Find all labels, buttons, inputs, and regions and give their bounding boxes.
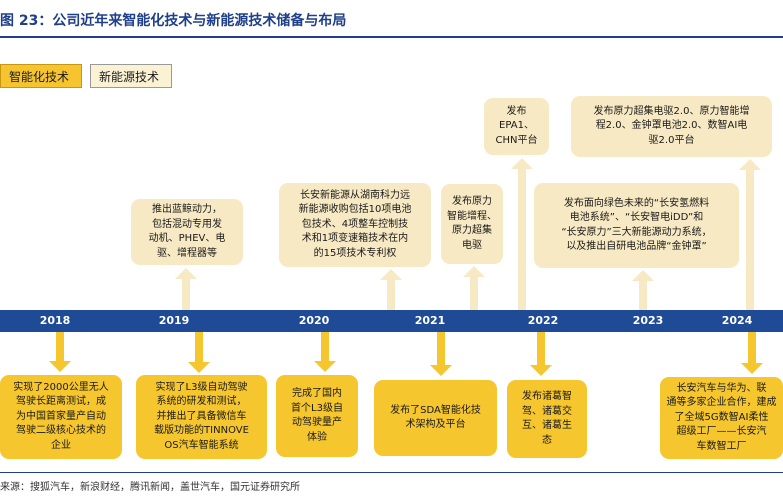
year-2024: 2024 xyxy=(721,314,753,327)
arrow-down-2019 xyxy=(188,332,210,373)
event-2019-smart: 实现了L3级自动驾驶 系统的研发和测试， 并推出了具备微信车 载版功能的TINN… xyxy=(136,375,267,459)
legend-smart-tech: 智能化技术 xyxy=(0,64,82,88)
arrow-up-2021 xyxy=(463,266,485,310)
event-2024-new-energy: 发布原力超集电驱2.0、原力智能增 程2.0、金钟罩电池2.0、数智AI电 驱2… xyxy=(571,96,772,157)
year-2018: 2018 xyxy=(39,314,71,327)
event-2023-new-energy: 发布面向绿色未来的“长安氢燃料 电池系统”、“长安智电iDD”和 “长安原力”三… xyxy=(534,183,739,268)
year-2020: 2020 xyxy=(298,314,330,327)
arrow-down-2022 xyxy=(530,332,552,376)
legend-new-energy-tech: 新能源技术 xyxy=(90,64,172,88)
year-2021: 2021 xyxy=(414,314,446,327)
event-2018-smart: 实现了2000公里无人 驾驶长距离测试，成 为中国首家量产自动 驾驶二级核心技术… xyxy=(0,375,122,459)
year-2022: 2022 xyxy=(527,314,559,327)
arrow-up-2020 xyxy=(380,269,402,310)
event-2021-new-energy: 发布原力 智能增程、 原力超集 电驱 xyxy=(441,184,503,264)
footer-divider xyxy=(0,472,783,473)
timeline-bar xyxy=(0,310,783,332)
arrow-down-2018 xyxy=(49,332,71,372)
arrow-up-2024 xyxy=(739,159,761,310)
event-2021-smart: 发布了SDA智能化技 术架构及平台 xyxy=(374,380,497,456)
figure-title: 图 23：公司近年来智能化技术与新能源技术储备与布局 xyxy=(0,13,347,29)
source-note: 来源：搜狐汽车，新浪财经，腾讯新闻，盖世汽车，国元证券研究所 xyxy=(0,482,300,493)
arrow-up-2019 xyxy=(175,268,197,310)
event-2024-smart: 长安汽车与华为、联 通等多家企业合作，建成 了全域5G数智AI柔性 超级工厂——… xyxy=(660,377,783,459)
event-2022-smart: 发布诸葛智 驾、诸葛交 互、诸葛生 态 xyxy=(507,380,587,458)
event-2020-new-energy: 长安新能源从湖南科力远 新能源收购包括10项电池 包技术、4项整车控制技 术和1… xyxy=(279,183,431,267)
event-2020-smart: 完成了国内 首个L3级自 动驾驶量产 体验 xyxy=(276,375,358,457)
arrow-up-2023 xyxy=(632,270,654,310)
arrow-down-2021 xyxy=(430,332,452,376)
arrow-down-2020 xyxy=(314,332,336,372)
arrow-up-2021-platform xyxy=(511,158,533,310)
arrow-down-2024 xyxy=(741,332,763,374)
year-2023: 2023 xyxy=(632,314,664,327)
title-underline xyxy=(0,36,783,38)
event-2019-new-energy: 推出蓝鲸动力， 包括混动专用发 动机、PHEV、电 驱、增程器等 xyxy=(131,199,243,265)
year-2019: 2019 xyxy=(158,314,190,327)
event-2021-platform: 发布EPA1、 CHN平台 xyxy=(484,98,549,155)
